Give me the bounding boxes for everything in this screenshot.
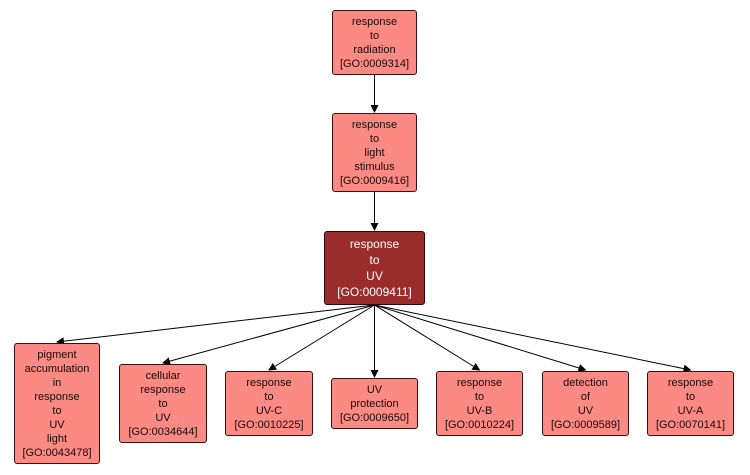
node-go-id: [GO:0034644] — [128, 425, 198, 438]
node-label-line: pigment — [37, 348, 77, 361]
node-label-line: to — [52, 404, 62, 417]
node-go-id: [GO:0010225] — [234, 418, 304, 431]
node-label-line: response — [34, 390, 80, 403]
node-label-line: radiation — [353, 43, 396, 56]
node-label-line: response — [456, 376, 503, 389]
node-label-line: response — [351, 15, 398, 28]
node-label-line: light — [364, 146, 385, 159]
node-go-id: [GO:0009589] — [550, 418, 621, 431]
edge-uv-to-uva — [374, 304, 692, 373]
node-go-id: [GO:0009314] — [339, 57, 410, 70]
edge-uv-to-cellular — [162, 304, 375, 366]
node-label-line: response — [140, 383, 186, 396]
node-label-line: UV-C — [255, 404, 283, 417]
node-label-line: accumulation — [24, 362, 90, 375]
edge-uv-to-uvb — [374, 304, 481, 371]
node-go-id: [GO:0070141] — [655, 418, 726, 431]
node-label-line: cellular — [145, 369, 181, 382]
node-label-line: UV — [366, 383, 383, 396]
node-go-id: [GO:0043478] — [22, 446, 92, 459]
node-label-line: response — [667, 376, 714, 389]
edge-uv-to-detection — [374, 304, 587, 372]
node-label-line: UV — [577, 404, 594, 417]
node-label-line: light — [46, 432, 68, 445]
node-label-line: to — [264, 390, 274, 403]
node-go-id: [GO:0009411] — [337, 285, 412, 299]
node-go-id: [GO:0009416] — [339, 174, 410, 187]
node-go-id: [GO:0010224] — [444, 418, 515, 431]
node-label-line: stimulus — [354, 160, 395, 173]
node-label-line: to — [369, 253, 380, 267]
node-label-line: of — [580, 390, 591, 403]
node-go-id: [GO:0009650] — [339, 411, 410, 424]
node-label-line: detection — [563, 376, 608, 389]
node-label-line: to — [685, 390, 696, 403]
node-label-line: UV — [366, 269, 383, 283]
node-label-line: protection — [350, 397, 399, 410]
node-label-line: response — [349, 237, 400, 251]
node-label-line: in — [52, 376, 62, 389]
node-label-line: response — [246, 376, 292, 389]
edge-uv-to-pigment — [56, 304, 375, 346]
node-label-line: UV-A — [677, 404, 704, 417]
node-label-line: UV — [155, 411, 171, 424]
node-label-line: UV — [49, 418, 65, 431]
node-label-line: to — [158, 397, 168, 410]
node-label-line: to — [369, 132, 380, 145]
node-label-line: UV-B — [466, 404, 493, 417]
edge-uv-to-uvc — [268, 304, 375, 371]
node-label-line: to — [369, 29, 380, 42]
node-label-line: response — [351, 118, 398, 131]
node-label-line: to — [474, 390, 485, 403]
